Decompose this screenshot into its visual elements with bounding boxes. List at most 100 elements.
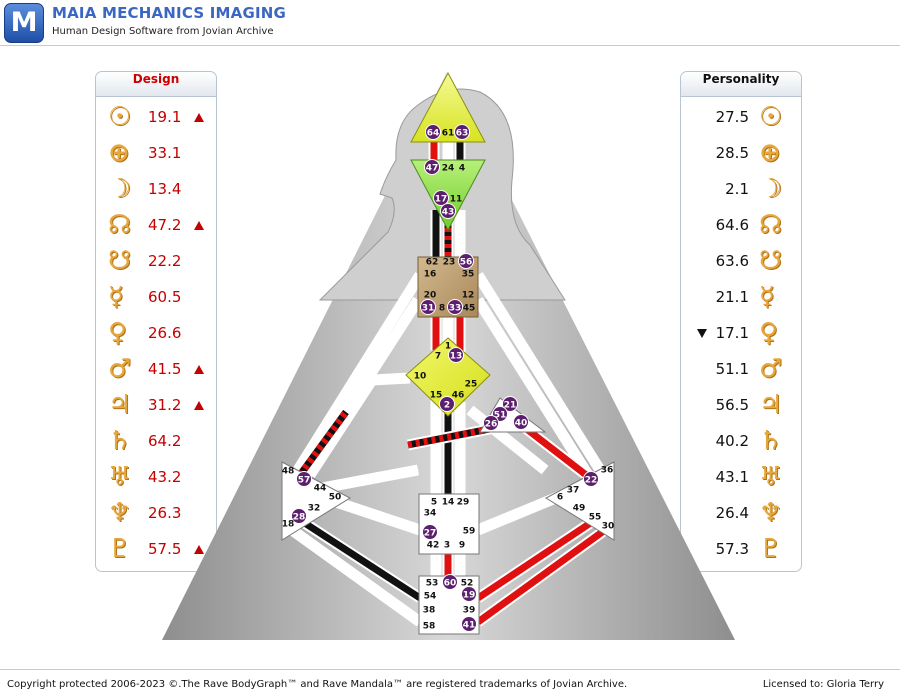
sun-icon: ☉ (759, 102, 783, 132)
design-value: 41.5 (148, 360, 182, 378)
channel-12-22-casing (473, 297, 595, 481)
channel-35-36 (475, 273, 603, 472)
channel-25-51-casing (466, 405, 549, 475)
gate-28-marker (291, 508, 307, 524)
gate-60-marker (442, 574, 458, 590)
gate-23-label: 23 (443, 258, 456, 268)
north-node-icon: ☊ (108, 210, 132, 240)
spleen-center (281, 461, 352, 541)
design-row-sun: ☉19.1 (96, 100, 216, 136)
gate-43-marker (440, 203, 456, 219)
neptune-icon: ♆ (108, 498, 132, 528)
personality-value: 2.1 (725, 180, 749, 198)
gate-39-label: 39 (463, 606, 476, 616)
gate-37-label: 37 (567, 486, 580, 496)
gate-16-label: 16 (424, 270, 437, 280)
heart-center (479, 397, 547, 433)
mercury-icon: ☿ (759, 282, 775, 312)
design-row-saturn: ♄64.2 (96, 424, 216, 460)
gate-11-label: 11 (450, 195, 463, 205)
footer: Copyright protected 2006-2023 ©.The Rave… (0, 669, 900, 700)
saturn-icon: ♄ (108, 426, 132, 456)
gate-9-label: 9 (459, 541, 465, 551)
channel-28-38-fill (298, 517, 422, 601)
channel-41-30-casing (474, 525, 609, 627)
design-row-uranus: ♅43.2 (96, 460, 216, 496)
uranus-icon: ♅ (759, 462, 783, 492)
gate-5-label: 5 (431, 498, 437, 508)
head-center (410, 71, 486, 143)
channel-40-37 (512, 417, 593, 481)
gate-27-marker (422, 524, 438, 540)
design-value: 22.2 (148, 252, 182, 270)
gate-40-marker (513, 414, 529, 430)
channels (288, 142, 609, 627)
gate-62-label: 62 (426, 258, 439, 268)
sun-icon: ☉ (108, 102, 132, 132)
gate-10-label: 10 (414, 372, 427, 382)
personality-value: 64.6 (715, 216, 749, 234)
gate-44-label: 44 (314, 484, 327, 494)
channel-40-37-fill (512, 417, 593, 481)
design-row-earth: ⊕33.1 (96, 136, 216, 172)
logo-letter: M (10, 7, 38, 38)
channel-59-6 (476, 486, 577, 534)
app-subtitle: Human Design Software from Jovian Archiv… (52, 26, 274, 37)
gate-1-label: 1 (445, 342, 451, 352)
personality-value: 17.1 (715, 324, 749, 342)
gate-15-label: 15 (430, 391, 443, 401)
channel-16-48-casing (293, 272, 425, 473)
gate-13-label: 13 (450, 352, 463, 362)
channel-40-37-casing (511, 415, 594, 483)
gate-42-label: 42 (427, 541, 440, 551)
design-value: 43.2 (148, 468, 182, 486)
gate-31-marker (420, 299, 436, 315)
triangle-up-icon (194, 545, 204, 554)
gate-26-marker (483, 415, 499, 431)
gate-4-label: 4 (459, 164, 465, 174)
design-row-north-node: ☊ 47.2 (96, 208, 216, 244)
design-panel-title: Design (96, 72, 216, 97)
gate-35-label: 35 (462, 270, 475, 280)
channel-41-30 (475, 527, 608, 625)
gate-57-label: 57 (298, 476, 311, 486)
gate-57-marker (296, 471, 312, 487)
personality-row-earth: ⊕28.5 (681, 136, 801, 172)
channel-26-44-fill (407, 421, 511, 449)
personality-row-uranus: ♅43.1 (681, 460, 801, 496)
personality-row-pluto: ♇57.3 (681, 532, 801, 568)
gate-19-label: 19 (463, 591, 476, 601)
gate-34-label: 34 (424, 509, 437, 519)
gate-6-label: 6 (557, 493, 563, 503)
channel-20-57-casing (305, 297, 423, 471)
personality-row-mars: ♂51.1 (681, 352, 801, 388)
design-value: 60.5 (148, 288, 182, 306)
gate-17-label: 17 (435, 195, 448, 205)
design-value: 47.2 (148, 216, 182, 234)
gate-47-label: 47 (426, 164, 439, 174)
personality-value: 51.1 (715, 360, 749, 378)
personality-value: 56.5 (715, 396, 749, 414)
triangle-up-icon (194, 221, 204, 230)
design-value: 57.5 (148, 540, 182, 558)
root-center (418, 575, 480, 635)
design-row-south-node: ☋22.2 (96, 244, 216, 280)
triangle-up-icon (194, 113, 204, 122)
personality-row-saturn: ♄40.2 (681, 424, 801, 460)
north-node-icon: ☊ (759, 210, 783, 240)
design-value: 26.6 (148, 324, 182, 342)
gate-12-label: 12 (462, 291, 475, 301)
channel-26-44-casing (406, 419, 512, 451)
gate-56-marker (458, 253, 474, 269)
gate-25-label: 25 (465, 380, 478, 390)
channel-57-10-casing (305, 372, 411, 479)
channel-44-26b (321, 466, 419, 492)
gate-21-label: 21 (504, 401, 517, 411)
channel-16-48 (295, 273, 423, 472)
gate-28-label: 28 (293, 513, 306, 523)
gate-33-label: 33 (449, 304, 462, 314)
personality-value: 57.3 (715, 540, 749, 558)
south-node-icon: ☋ (759, 246, 783, 276)
personality-row-north-node: ☊ 64.6 (681, 208, 801, 244)
gate-51-marker (492, 406, 508, 422)
